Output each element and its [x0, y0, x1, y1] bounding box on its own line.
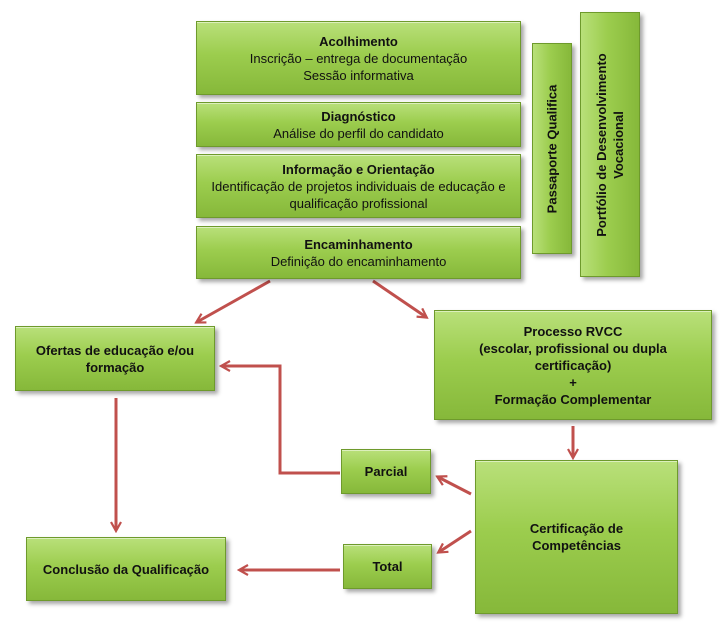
arrow-encaminhamento-to-ofertas [197, 279, 271, 322]
ofertas-line2: formação [85, 359, 145, 375]
portfolio-bar: Portfólio de Desenvolvimento Vocacional [580, 12, 640, 277]
portfolio-line2: Vocacional [611, 110, 626, 179]
acolhimento-box: Acolhimento Inscrição – entrega de docum… [196, 21, 521, 95]
rvcc-line3: certificação) [534, 357, 612, 373]
acolhimento-line1: Inscrição – entrega de documentação [249, 50, 468, 66]
encaminhamento-title: Encaminhamento [304, 236, 413, 252]
rvcc-line5: Formação Complementar [494, 391, 652, 407]
parcial-label: Parcial [364, 464, 408, 479]
diagnostico-title: Diagnóstico [321, 108, 396, 124]
arrow-parcial-to-ofertas [222, 366, 340, 475]
informacao-title: Informação e Orientação [282, 161, 435, 177]
rvcc-line4: + [569, 374, 577, 390]
passaporte-qualifica-bar: Passaporte Qualifica [532, 43, 572, 254]
encaminhamento-box: Encaminhamento Definição do encaminhamen… [196, 226, 521, 279]
informacao-orientacao-box: Informação e Orientação Identificação de… [196, 154, 521, 218]
conclusao-label: Conclusão da Qualificação [42, 561, 210, 577]
ofertas-line1: Ofertas de educação e/ou [35, 342, 195, 358]
rvcc-line1: Processo RVCC [523, 323, 623, 339]
parcial-box: Parcial [341, 449, 431, 494]
certificacao-line2: Competências [532, 538, 621, 553]
diagnostico-box: Diagnóstico Análise do perfil do candida… [196, 102, 521, 147]
diagnostico-line1: Análise do perfil do candidato [273, 125, 444, 141]
rvcc-line2: (escolar, profissional ou dupla [479, 340, 667, 356]
total-label: Total [372, 559, 403, 574]
arrow-certificacao-to-total [439, 529, 472, 552]
portfolio-line1: Portfólio de Desenvolvimento [594, 52, 609, 237]
informacao-line1: Identificação de projetos individuais de… [211, 178, 506, 194]
passaporte-label: Passaporte Qualifica [544, 84, 560, 213]
encaminhamento-line1: Definição do encaminhamento [270, 253, 447, 269]
certificacao-box: Certificação de Competências [475, 460, 678, 614]
rvcc-box: Processo RVCC (escolar, profissional ou … [434, 310, 712, 420]
arrow-encaminhamento-to-rvcc [372, 279, 426, 317]
ofertas-box: Ofertas de educação e/ou formação [15, 326, 215, 391]
acolhimento-line2: Sessão informativa [303, 67, 414, 83]
conclusao-box: Conclusão da Qualificação [26, 537, 226, 601]
portfolio-label: Portfólio de Desenvolvimento Vocacional [593, 53, 627, 236]
informacao-line2: qualificação profissional [289, 195, 428, 211]
certificacao-line1: Certificação de [529, 521, 624, 536]
arrow-certificacao-to-parcial [438, 477, 472, 496]
total-box: Total [343, 544, 432, 589]
acolhimento-title: Acolhimento [319, 33, 398, 49]
